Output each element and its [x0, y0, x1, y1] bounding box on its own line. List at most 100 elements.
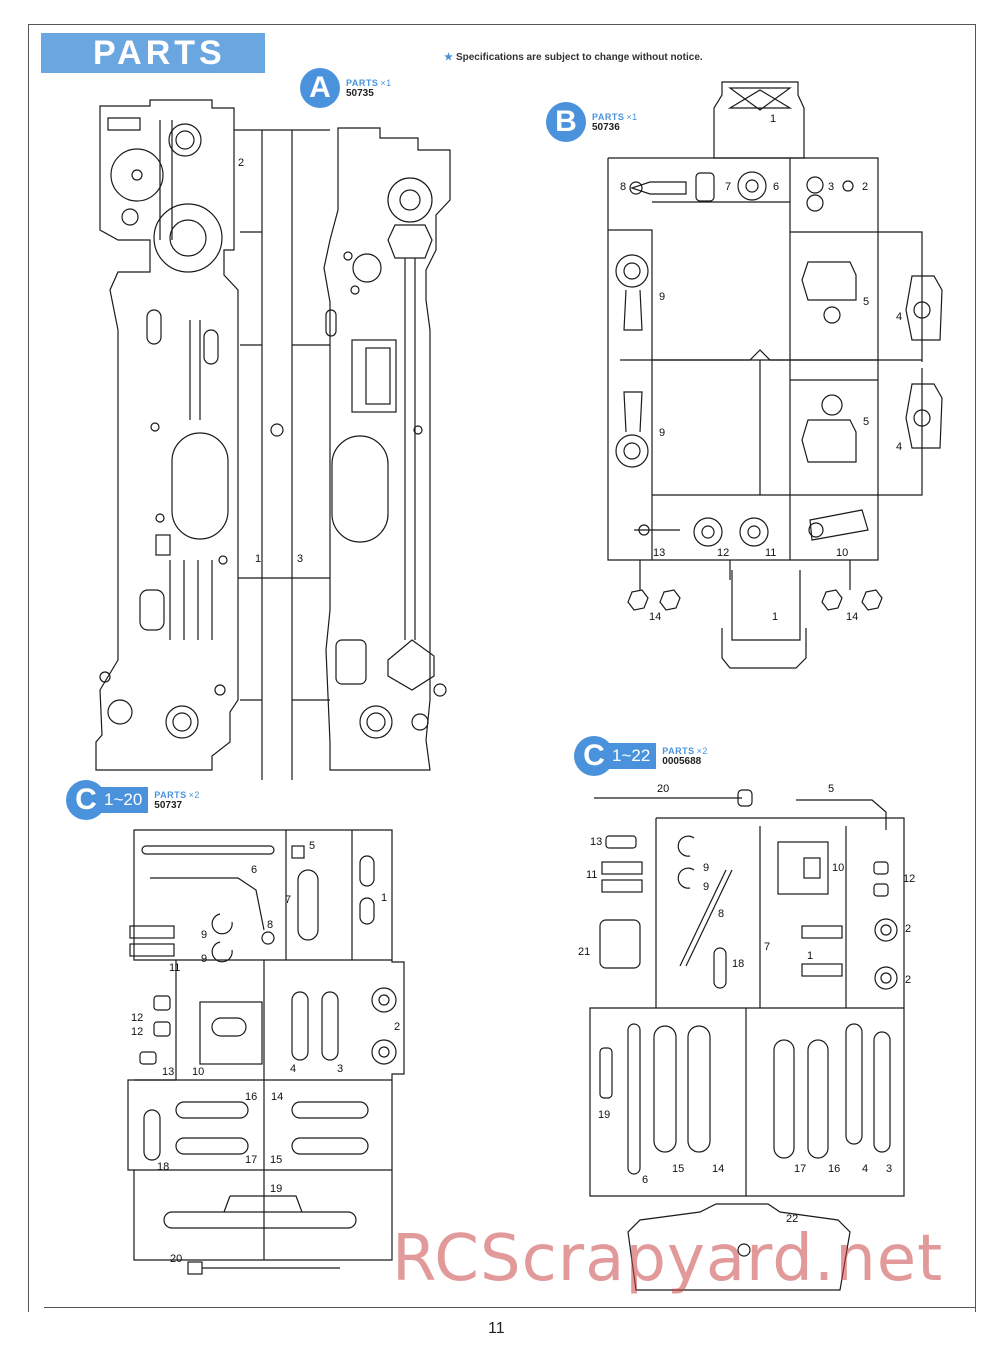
- chassis-right-rail: [404, 258, 416, 640]
- sprue-a-badge: A PARTS×1 50735: [300, 68, 392, 108]
- sprue-a-meta: PARTS×1 50735: [346, 78, 392, 99]
- chassis-left-pocket: [139, 589, 165, 631]
- part-c4: [845, 1023, 863, 1145]
- label-c1-8: 8: [267, 919, 273, 931]
- chassis-right-pocket: [335, 639, 367, 685]
- label-c1-11: 11: [169, 962, 180, 974]
- part-b4-upper-hole: [913, 301, 931, 319]
- part-c19-mount: [223, 1195, 303, 1213]
- part-c8-hole: [261, 931, 275, 945]
- label-c2-2: 2: [905, 974, 911, 986]
- part-b12: [693, 517, 723, 547]
- part-c6-arm: [150, 877, 265, 931]
- spec-notice: ★Specifications are subject to change wi…: [444, 52, 703, 63]
- chassis-left-slot: [146, 309, 162, 345]
- chassis-right-hole: [413, 425, 423, 435]
- label-b-5: 5: [863, 416, 869, 428]
- label-c2-12: 12: [903, 873, 915, 885]
- part-b5-upper-hole: [823, 306, 841, 324]
- part-c8-arm: [679, 869, 733, 967]
- label-c1-16: 16: [245, 1091, 257, 1103]
- part-c2: [371, 1039, 397, 1065]
- part-c21: [599, 919, 641, 969]
- sprue-c1: [127, 829, 405, 1275]
- label-b-12: 12: [717, 547, 729, 559]
- chassis-right-mount: [387, 639, 435, 691]
- page-number: 11: [488, 1320, 505, 1337]
- sprue-b-parts: PARTS×1: [592, 112, 638, 122]
- chassis-left-slot: [203, 329, 219, 365]
- chassis-right-hole: [350, 285, 360, 295]
- part-b5-lower: [801, 419, 857, 463]
- label-c2-1: 1: [807, 950, 813, 962]
- chassis-left-hole: [99, 671, 111, 683]
- label-b-11: 11: [765, 547, 776, 559]
- part-c9-clip: [677, 835, 695, 857]
- label-c1-1: 1: [381, 892, 387, 904]
- label-c1-19: 19: [270, 1183, 282, 1195]
- chassis-right-battery-opening: [331, 435, 389, 543]
- label-c2-6: 6: [642, 1174, 648, 1186]
- part-c12: [873, 861, 889, 875]
- part-b14-nut: [821, 589, 843, 611]
- chassis-left-boss-hole: [131, 169, 143, 181]
- part-c9-clip: [211, 913, 233, 935]
- part-c3: [321, 991, 339, 1061]
- sprue-c1-parts: PARTS×2: [154, 790, 200, 800]
- label-c1-17: 17: [245, 1154, 257, 1166]
- label-b-14: 14: [649, 611, 661, 623]
- part-b9-lower: [615, 434, 649, 468]
- part-c2-hole: [378, 1046, 390, 1058]
- part-b11-hole: [747, 525, 761, 539]
- part-b4-lower-hole: [913, 409, 931, 427]
- part-c22-hole: [737, 1243, 751, 1257]
- sprue-c1-frame: [127, 829, 405, 1261]
- parts-qty: ×1: [380, 77, 392, 88]
- part-b8: [630, 181, 687, 195]
- label-c2-3: 3: [886, 1163, 892, 1175]
- sprue-b-frame: [607, 158, 879, 561]
- sprue-c2: [589, 789, 905, 1291]
- part-c2-hole: [880, 972, 892, 984]
- chassis-right-hole: [433, 683, 447, 697]
- label-b-4: 4: [896, 311, 902, 323]
- part-c1: [801, 963, 843, 977]
- part-b8-hole: [629, 181, 643, 195]
- label-c2-9: 9: [703, 862, 709, 874]
- part-b14-nut: [659, 589, 681, 611]
- chassis-right-bearing: [387, 177, 433, 223]
- part-c18: [143, 1109, 161, 1161]
- chassis-left-boss: [110, 148, 164, 202]
- sprue-letter-b: B: [546, 102, 586, 142]
- sprue-a-code: 50735: [346, 87, 374, 99]
- label-b-13: 13: [653, 547, 665, 559]
- sprue-a-gates: [234, 129, 330, 701]
- sprue-b-lower: [639, 560, 851, 641]
- part-b5-lower-hole: [821, 394, 843, 416]
- label-c2-22: 22: [786, 1213, 798, 1225]
- label-c1-7: 7: [285, 894, 291, 906]
- label-c1-9: 9: [201, 953, 207, 965]
- sprue-b-frame: [608, 157, 923, 496]
- part-c1: [801, 925, 843, 939]
- part-c2-hole: [378, 994, 390, 1006]
- part-c19: [599, 1047, 613, 1099]
- page-title: PARTS: [93, 34, 226, 72]
- part-c20: [187, 1261, 203, 1275]
- part-c2-hole: [880, 924, 892, 936]
- sprue-a: [95, 99, 451, 780]
- part-b5-upper: [801, 261, 857, 301]
- chassis-right-box-inner: [365, 347, 391, 405]
- parts-label: PARTS: [592, 111, 625, 122]
- chassis-right-slot: [325, 309, 337, 337]
- chassis-left-hole: [214, 684, 226, 696]
- part-b14-nut: [627, 589, 649, 611]
- part-c20-end: [737, 789, 753, 807]
- label-c2-21: 21: [578, 946, 590, 958]
- label-b-4: 4: [896, 441, 902, 453]
- sprue-b-runner: [652, 158, 878, 560]
- label-c1-3: 3: [337, 1063, 343, 1075]
- part-c2: [371, 987, 397, 1013]
- parts-qty: ×1: [626, 111, 638, 122]
